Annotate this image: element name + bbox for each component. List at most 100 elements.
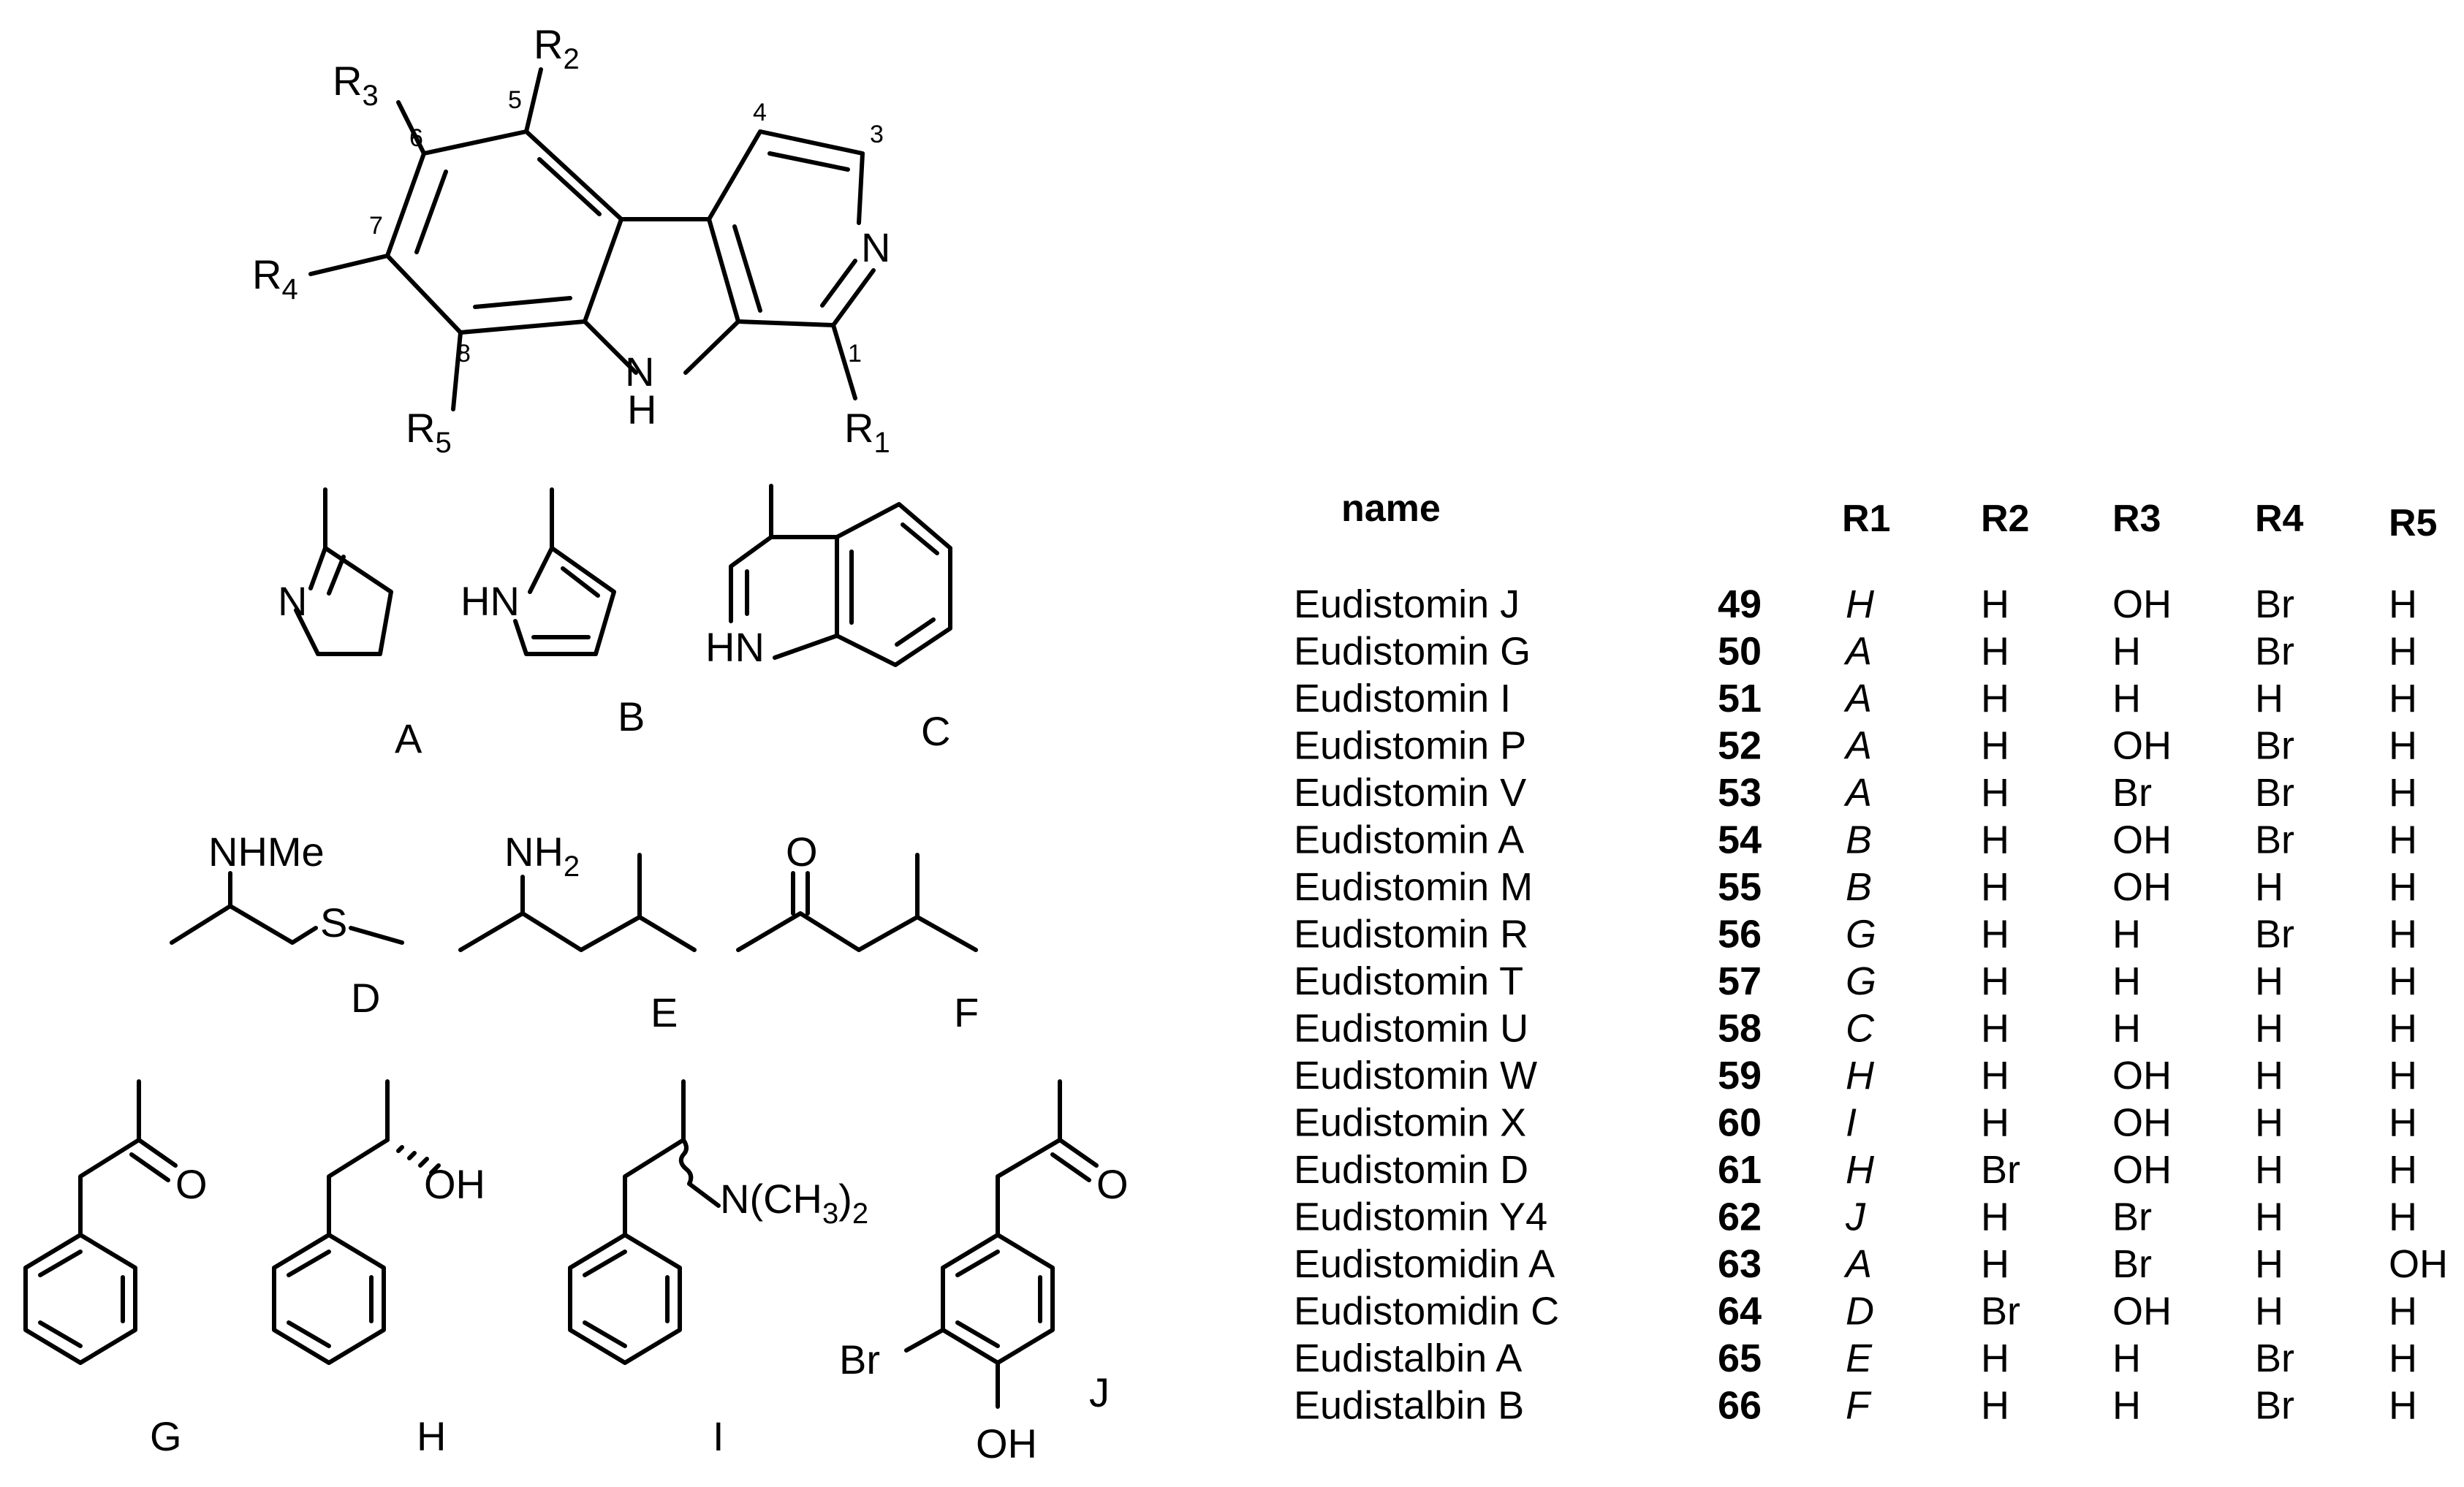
- cell-name: Eudistomin V: [1294, 771, 1526, 815]
- fragment-d-label: D: [351, 975, 380, 1021]
- cell-r4: H: [2255, 1290, 2283, 1334]
- cell-num: 52: [1718, 724, 1762, 768]
- cell-r5: H: [2389, 1336, 2417, 1380]
- fragment-a-nitrogen: N: [278, 578, 307, 624]
- cell-r1: G: [1846, 913, 1876, 957]
- cell-r3: H: [2112, 1336, 2141, 1380]
- cell-num: 55: [1718, 865, 1762, 909]
- cell-r4: Br: [2255, 1384, 2294, 1428]
- cell-r2: H: [1981, 677, 2009, 720]
- cell-name: Eudistomin Y4: [1294, 1195, 1547, 1239]
- fragment-f-oxygen: O: [786, 829, 818, 875]
- fragment-j-label: J: [1089, 1369, 1110, 1415]
- fragment-e: NH2 E: [458, 829, 697, 1035]
- core-scaffold: R1 R2 R3 R4 R5 N N H 1 3 4 5 6 7 8: [252, 21, 890, 459]
- core-nh-nitrogen: N: [625, 349, 654, 395]
- cell-name: Eudistomin M: [1294, 865, 1533, 909]
- fragment-c-nh: HN: [705, 624, 765, 670]
- fragment-j-hydroxyl: OH: [976, 1421, 1037, 1467]
- cell-r3: H: [2112, 677, 2141, 720]
- fragment-j-oxygen: O: [1096, 1161, 1129, 1207]
- cell-name: Eudistomin I: [1294, 677, 1511, 720]
- cell-r5: H: [2389, 630, 2417, 674]
- cell-name: Eudistomin U: [1294, 1007, 1528, 1051]
- cell-r2: H: [1981, 913, 2009, 957]
- cell-r4: Br: [2255, 582, 2294, 626]
- cell-r2: H: [1981, 1101, 2009, 1145]
- cell-r3: H: [2112, 630, 2141, 674]
- cell-r5: H: [2389, 818, 2417, 862]
- cell-r2: H: [1981, 1054, 2009, 1098]
- cell-r1: F: [1846, 1384, 1872, 1428]
- cell-r4: H: [2255, 865, 2283, 909]
- cell-r2: H: [1981, 865, 2009, 909]
- cell-num: 51: [1718, 677, 1762, 720]
- fragment-a-label: A: [395, 715, 422, 761]
- cell-r1: A: [1843, 677, 1872, 720]
- cell-num: 66: [1718, 1384, 1762, 1428]
- cell-name: Eudistomin J: [1294, 582, 1520, 626]
- cell-r4: H: [2255, 1242, 2283, 1286]
- cell-r3: OH: [2112, 865, 2172, 909]
- cell-num: 56: [1718, 913, 1762, 957]
- cell-name: Eudistalbin B: [1294, 1384, 1524, 1428]
- cell-r4: H: [2255, 677, 2283, 720]
- cell-r1: J: [1845, 1195, 1866, 1239]
- cell-num: 62: [1718, 1195, 1762, 1239]
- fragment-j-bromine: Br: [839, 1336, 880, 1383]
- cell-r1: A: [1843, 771, 1872, 815]
- fragment-b-label: B: [618, 693, 645, 739]
- fragment-h: OH H: [272, 1079, 485, 1459]
- cell-r3: OH: [2112, 818, 2172, 862]
- cell-num: 58: [1718, 1007, 1762, 1051]
- cell-r4: Br: [2255, 913, 2294, 957]
- cell-r2: Br: [1981, 1148, 2020, 1192]
- cell-num: 65: [1718, 1336, 1762, 1380]
- core-nh-hydrogen: H: [627, 387, 656, 433]
- cell-name: Eudistomin D: [1294, 1148, 1528, 1192]
- cell-r1: B: [1846, 818, 1872, 862]
- cell-r4: Br: [2255, 818, 2294, 862]
- cell-num: 57: [1718, 959, 1762, 1003]
- cell-r1: D: [1846, 1290, 1874, 1334]
- cell-r3: H: [2112, 1384, 2141, 1428]
- fragment-h-label: H: [417, 1413, 446, 1459]
- core-r5-label: R5: [406, 405, 452, 459]
- core-position-8: 8: [457, 340, 471, 368]
- cell-r5: H: [2389, 1195, 2417, 1239]
- cell-r2: H: [1981, 1007, 2009, 1051]
- fragment-d-nhme: NHMe: [208, 829, 325, 875]
- fragment-g-label: G: [150, 1413, 182, 1459]
- header-r5: R5: [2389, 502, 2437, 544]
- cell-r3: OH: [2112, 724, 2172, 768]
- cell-r1: C: [1846, 1007, 1875, 1051]
- cell-name: Eudistomidin A: [1294, 1242, 1555, 1286]
- cell-r4: H: [2255, 959, 2283, 1003]
- fragment-i-label: I: [713, 1413, 724, 1459]
- core-r4-label: R4: [252, 251, 298, 305]
- cell-r3: Br: [2112, 1242, 2152, 1286]
- cell-r5: OH: [2389, 1242, 2448, 1286]
- cell-r2: H: [1981, 1195, 2009, 1239]
- core-position-6: 6: [409, 124, 423, 152]
- cell-r4: H: [2255, 1148, 2283, 1192]
- cell-r3: H: [2112, 1007, 2141, 1051]
- core-r1-label: R1: [844, 405, 890, 459]
- core-position-7: 7: [369, 212, 383, 240]
- fragment-g-oxygen: O: [175, 1161, 208, 1207]
- cell-r3: H: [2112, 913, 2141, 957]
- core-position-3: 3: [870, 121, 884, 148]
- cell-r4: H: [2255, 1101, 2283, 1145]
- cell-r1: A: [1843, 1242, 1872, 1286]
- cell-r1: I: [1846, 1101, 1857, 1145]
